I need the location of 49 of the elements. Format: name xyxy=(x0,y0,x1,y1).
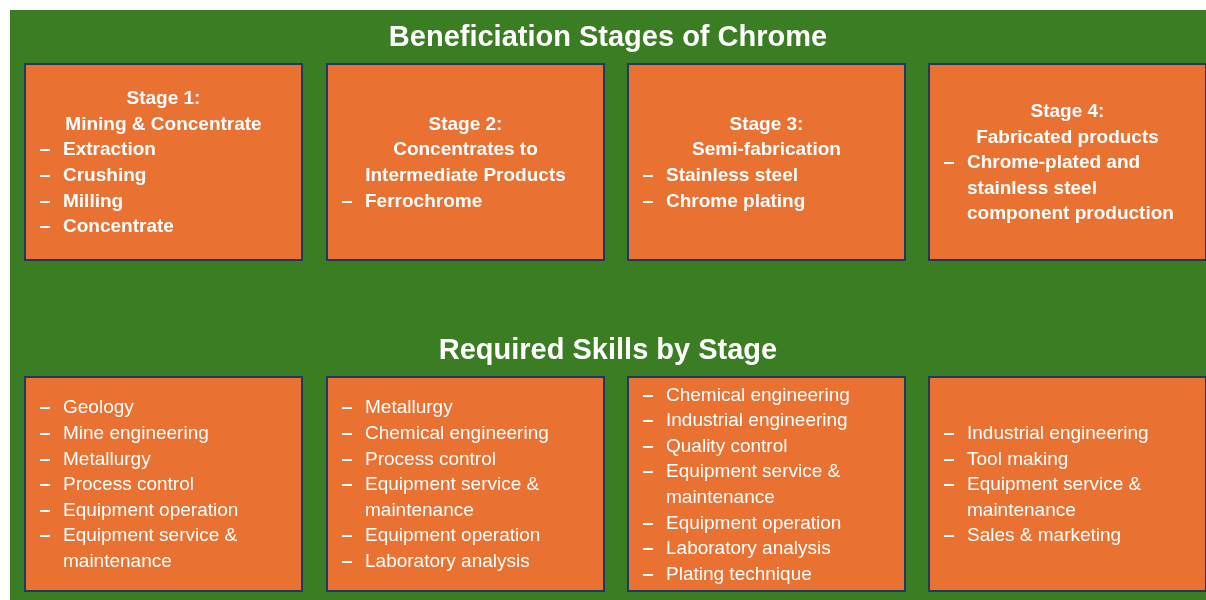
list-item: Chemical engineering xyxy=(365,421,549,445)
list-item: Equipment service & maintenance xyxy=(967,472,1143,522)
list-item: Chrome plating xyxy=(666,188,806,213)
list-item: Metallurgy xyxy=(63,446,151,471)
stage-box xyxy=(24,63,303,261)
list-item: Equipment operation xyxy=(365,523,541,548)
list-item: Laboratory analysis xyxy=(666,536,831,561)
list-item: Milling xyxy=(63,188,124,213)
list-item: Equipment operation xyxy=(666,510,842,535)
stage-box xyxy=(627,63,906,261)
list-item: Geology xyxy=(63,395,134,420)
list-item: Crushing xyxy=(63,163,147,187)
list-item: Chemical engineering xyxy=(666,382,850,407)
stage-heading: Semi-fabrication xyxy=(691,137,842,162)
list-item: Quality control xyxy=(666,433,788,458)
stage-heading: Stage 1: xyxy=(125,86,202,111)
list-item: Industrial engineering xyxy=(666,408,848,433)
list-item: Extraction xyxy=(63,137,156,162)
stage-heading: Fabricated products xyxy=(975,124,1160,149)
list-item: Equipment operation xyxy=(63,497,239,522)
stage-box xyxy=(928,63,1206,261)
list-item: Process control xyxy=(365,446,496,471)
list-item: Concentrate xyxy=(63,214,174,239)
list-item: Sales & marketing xyxy=(967,523,1122,548)
title: Beneficiation Stages of Chrome xyxy=(387,19,829,54)
stage-box xyxy=(24,376,303,592)
list-item: Stainless steel xyxy=(666,163,799,187)
list-item: Mine engineering xyxy=(63,421,209,445)
stage-heading: Stage 4: xyxy=(1029,99,1106,123)
list-item: Industrial engineering xyxy=(967,421,1149,445)
stage-box xyxy=(627,376,906,592)
list-item: Plating technique xyxy=(666,561,812,586)
stage-heading: Mining & Concentrate xyxy=(64,111,263,136)
stage-box xyxy=(326,376,605,592)
list-item: Metallurgy xyxy=(365,395,453,420)
stage-heading: Stage 2: xyxy=(427,111,504,136)
stage-heading: Stage 3: xyxy=(728,111,805,136)
list-item: Equipment service & maintenance xyxy=(63,523,239,573)
stage-box xyxy=(928,376,1206,592)
list-item: Chrome-plated and stainless steel component production xyxy=(967,150,1175,226)
list-item: Equipment service & maintenance xyxy=(666,459,842,509)
stage-box xyxy=(326,63,605,261)
stage-heading: Concentrates to Intermediate Products xyxy=(364,137,567,187)
list-item: Tool making xyxy=(967,446,1069,471)
list-item: Process control xyxy=(63,472,194,497)
list-item: Ferrochrome xyxy=(365,188,483,213)
list-item: Equipment service & maintenance xyxy=(365,472,541,522)
section-heading: Required Skills by Stage xyxy=(437,332,779,367)
list-item: Laboratory analysis xyxy=(365,549,530,573)
